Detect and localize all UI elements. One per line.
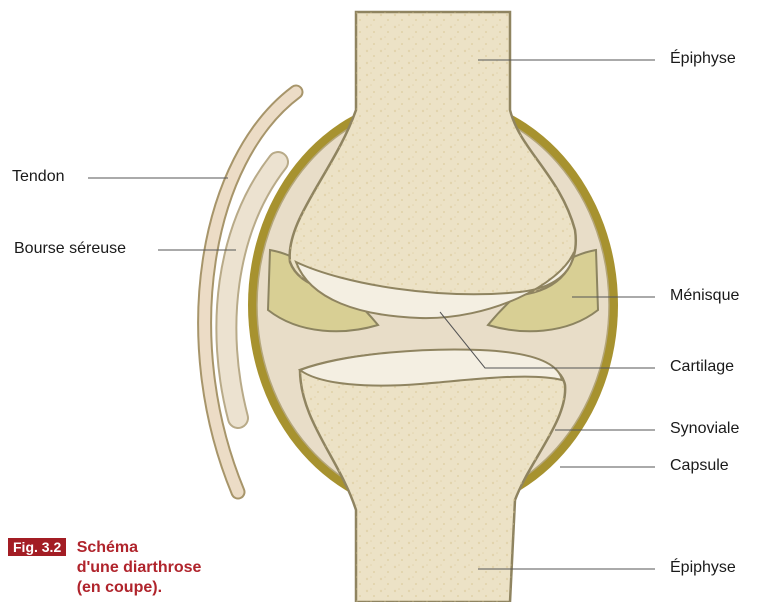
caption-line-1: Schéma <box>77 539 138 556</box>
label-tendon: Tendon <box>12 168 65 186</box>
label-bourse-sereuse: Bourse séreuse <box>14 240 126 258</box>
label-menisque: Ménisque <box>670 287 739 305</box>
label-epiphyse-bottom: Épiphyse <box>670 559 736 577</box>
caption-line-3: (en coupe). <box>77 579 162 596</box>
caption-line-2: d'une diarthrose <box>77 559 202 576</box>
label-capsule: Capsule <box>670 457 729 475</box>
label-epiphyse-top: Épiphyse <box>670 50 736 68</box>
figure-number-badge: Fig. 3.2 <box>8 538 66 556</box>
figure-caption-text: Schéma d'une diarthrose (en coupe). <box>77 538 202 598</box>
label-cartilage: Cartilage <box>670 358 734 376</box>
label-synoviale: Synoviale <box>670 420 739 438</box>
figure-caption: Fig. 3.2 Schéma d'une diarthrose (en cou… <box>8 538 201 598</box>
